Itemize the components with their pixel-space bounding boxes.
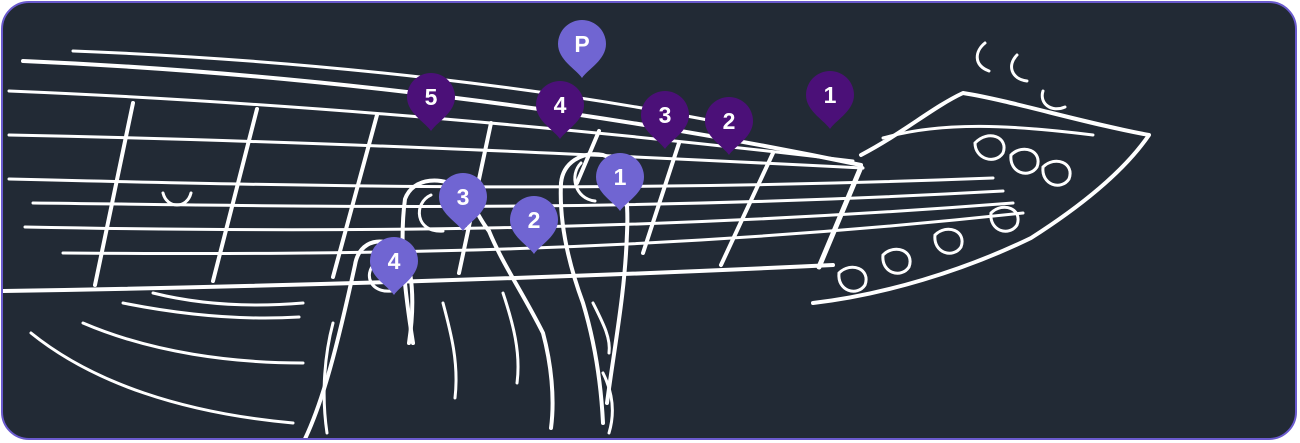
- guitar-neck-illustration: 1 2 3 4 5 P 1 2: [3, 20, 1151, 438]
- map-pin-icon: [806, 71, 854, 129]
- map-pin-icon: [558, 20, 606, 78]
- palm-line: [322, 321, 335, 435]
- finger-marker-pin: 2: [510, 196, 558, 254]
- neck-bottom-edge: [3, 263, 835, 293]
- fret-line: [211, 107, 259, 283]
- ring-fingernail: [417, 193, 445, 233]
- guitar-headstock: [811, 41, 1151, 305]
- fret-marker-label: 2: [723, 108, 736, 134]
- knuckle-line: [441, 301, 458, 400]
- guitar-strings: [3, 49, 1025, 293]
- headstock-outline: [811, 91, 1151, 305]
- tuning-peg: [1009, 147, 1040, 175]
- map-pin-icon: [439, 173, 487, 231]
- tuning-peg-top: [1010, 53, 1029, 83]
- map-pin-icon: [596, 153, 644, 211]
- fret-marker-label: 1: [824, 82, 837, 108]
- fret-line: [93, 101, 135, 287]
- fret-marker-label: 3: [659, 102, 672, 128]
- ring-finger-outline: [400, 178, 467, 345]
- finger-marker-label: 4: [388, 248, 401, 274]
- tuning-peg: [973, 134, 1006, 161]
- fret-marker-pin: 4: [536, 81, 584, 139]
- fret-marker-pin: 3: [641, 91, 689, 149]
- tuning-peg: [881, 247, 912, 275]
- fret-dot-inlay: [161, 191, 193, 207]
- index-finger-inner: [558, 181, 605, 425]
- fret-line: [641, 141, 681, 255]
- map-pin-icon: [536, 81, 584, 139]
- tuning-peg: [989, 205, 1020, 233]
- fret-marker-label: 4: [554, 92, 567, 118]
- finger-marker-label: 1: [614, 164, 627, 190]
- palm-edge-line: [121, 301, 301, 320]
- string-6: [23, 201, 1015, 232]
- knuckle-line: [591, 301, 611, 355]
- fretting-hand: [29, 152, 630, 438]
- finger-marker-pin: 1: [596, 153, 644, 211]
- map-pin-icon: [370, 237, 418, 295]
- string-3: [7, 133, 865, 170]
- index-finger-outline: [559, 152, 630, 405]
- finger-marker-label: 2: [528, 207, 541, 233]
- middle-finger-outline: [487, 229, 555, 430]
- string-4: [7, 176, 995, 189]
- finger-marker-pin: 3: [439, 173, 487, 231]
- string-7: [61, 211, 1025, 256]
- tuning-peg: [837, 265, 868, 293]
- guitar-frets: [93, 101, 864, 287]
- fret-marker-pin: 5: [407, 73, 455, 131]
- fret-marker-pin: 2: [705, 97, 753, 155]
- neck-top-edge: [71, 49, 725, 125]
- map-pin-icon: [705, 97, 753, 155]
- fret-line: [575, 129, 601, 185]
- finger-marker-label: P: [574, 31, 589, 57]
- finger-markers: P 1 2 3 4: [370, 20, 644, 295]
- fret-line: [331, 113, 379, 279]
- fret-marker-label: 5: [425, 84, 438, 110]
- palm-edge-line: [29, 331, 295, 425]
- knuckle-line: [501, 291, 520, 385]
- knuckle-line: [601, 371, 614, 435]
- finger-marker-label: 3: [457, 184, 470, 210]
- fret-line: [719, 151, 775, 267]
- map-pin-icon: [510, 196, 558, 254]
- tuning-peg-top: [1040, 89, 1067, 111]
- tuning-peg-top: [975, 41, 991, 73]
- headstock-inner-line: [881, 124, 1095, 140]
- finger-marker-pin: P: [558, 20, 606, 78]
- map-pin-icon: [407, 73, 455, 131]
- palm-edge-line: [151, 291, 305, 307]
- tuning-peg: [1041, 159, 1072, 187]
- nut-line: [816, 164, 864, 270]
- map-pin-icon: [641, 91, 689, 149]
- fret-markers: 1 2 3 4 5: [407, 71, 854, 155]
- palm-edge-line: [81, 321, 305, 365]
- fret-marker-pin: 1: [806, 71, 854, 129]
- index-fingernail: [573, 161, 597, 203]
- tuning-peg: [933, 227, 964, 255]
- string-2: [7, 89, 855, 163]
- finger-marker-pin: 4: [370, 237, 418, 295]
